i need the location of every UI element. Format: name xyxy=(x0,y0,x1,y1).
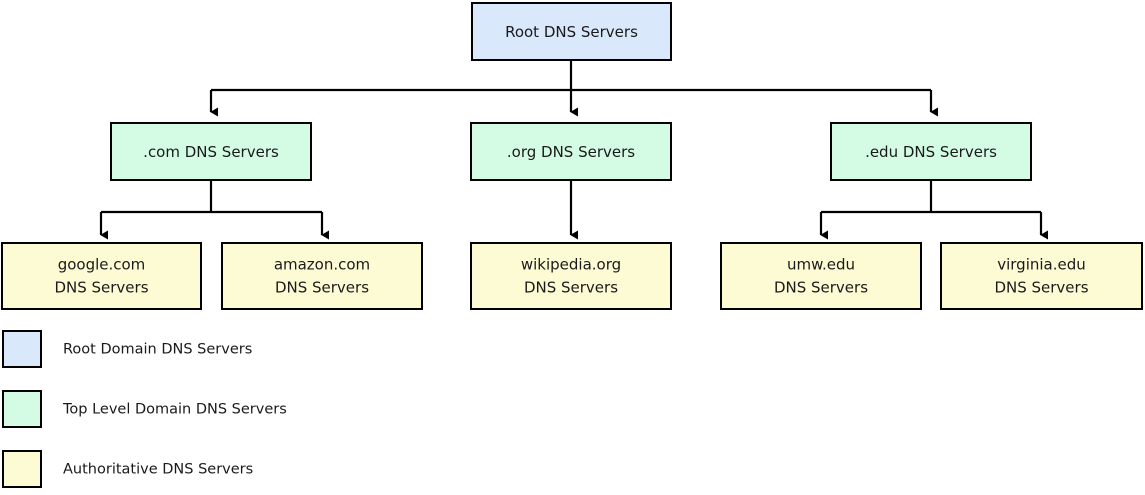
legend-item-root-domain: Root Domain DNS Servers xyxy=(2,330,252,368)
node-edu-label: .edu DNS Servers xyxy=(865,143,997,161)
node-google-box xyxy=(1,242,202,310)
node-edu-dns-servers[interactable]: .edu DNS Servers xyxy=(830,122,1032,181)
node-wikipedia-label-line1: wikipedia.org xyxy=(521,256,621,274)
node-com-box xyxy=(110,122,312,181)
node-org-dns-servers[interactable]: .org DNS Servers xyxy=(470,122,672,181)
legend-label-root: Root Domain DNS Servers xyxy=(63,342,252,358)
legend: Root Domain DNS Servers Top Level Domain… xyxy=(2,330,287,488)
legend-item-authoritative: Authoritative DNS Servers xyxy=(2,450,253,488)
node-com-dns-servers[interactable]: .com DNS Servers xyxy=(110,122,312,181)
node-umw-dns-servers[interactable]: umw.edu DNS Servers xyxy=(720,242,922,310)
node-virginia-label-line2: DNS Servers xyxy=(994,279,1088,297)
node-wikipedia-dns-servers[interactable]: wikipedia.org DNS Servers xyxy=(470,242,672,310)
connectors-com-to-authoritative xyxy=(99,181,329,240)
node-wikipedia-label-line2: DNS Servers xyxy=(524,279,618,297)
node-umw-box xyxy=(720,242,922,310)
legend-swatch-tld xyxy=(2,390,42,428)
legend-label-tld: Top Level Domain DNS Servers xyxy=(62,402,287,418)
node-root-box xyxy=(471,2,672,61)
node-amazon-label-line2: DNS Servers xyxy=(275,279,369,297)
node-amazon-label-line1: amazon.com xyxy=(274,256,370,274)
node-amazon-dns-servers[interactable]: amazon.com DNS Servers xyxy=(221,242,423,310)
node-google-label-line2: DNS Servers xyxy=(54,279,148,297)
node-root-label: Root DNS Servers xyxy=(505,23,638,41)
node-virginia-dns-servers[interactable]: virginia.edu DNS Servers xyxy=(940,242,1143,310)
node-google-dns-servers[interactable]: google.com DNS Servers xyxy=(1,242,202,310)
node-virginia-label-line1: virginia.edu xyxy=(997,256,1086,274)
node-umw-label-line2: DNS Servers xyxy=(774,279,868,297)
node-com-label: .com DNS Servers xyxy=(143,143,279,161)
node-org-box xyxy=(470,122,672,181)
legend-swatch-authoritative xyxy=(2,450,42,488)
node-amazon-box xyxy=(221,242,423,310)
node-umw-label-line1: umw.edu xyxy=(787,256,855,274)
node-org-label: .org DNS Servers xyxy=(507,143,635,161)
connectors-edu-to-authoritative xyxy=(819,181,1048,240)
node-google-label-line1: google.com xyxy=(58,256,146,274)
legend-swatch-root xyxy=(2,330,42,368)
node-root-dns-servers[interactable]: Root DNS Servers xyxy=(471,2,672,61)
node-wikipedia-box xyxy=(470,242,672,310)
connectors-root-to-tld xyxy=(209,60,938,117)
legend-label-authoritative: Authoritative DNS Servers xyxy=(63,462,253,478)
node-edu-box xyxy=(830,122,1032,181)
node-virginia-box xyxy=(940,242,1143,310)
legend-item-top-level-domain: Top Level Domain DNS Servers xyxy=(2,390,287,428)
